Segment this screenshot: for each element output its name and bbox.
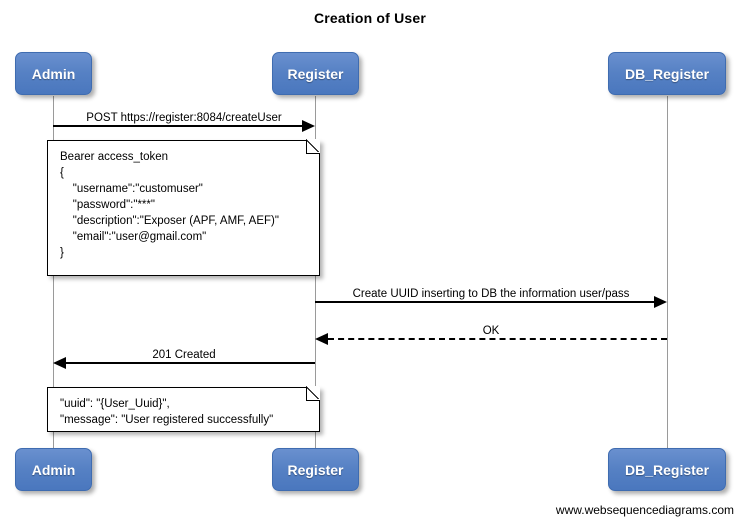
participant-db-register-top[interactable]: DB_Register — [608, 52, 726, 95]
arrow-head-ok — [315, 333, 328, 345]
note-request-line-7: } — [60, 247, 64, 259]
participant-admin-top[interactable]: Admin — [15, 52, 92, 95]
participant-admin-bottom-label: Admin — [31, 461, 76, 478]
note-request-line-2: { — [60, 167, 64, 179]
arrow-head-create-uuid — [654, 296, 667, 308]
note-request-line-6: "email":"user@gmail.com" — [60, 231, 207, 243]
participant-db-register-bottom[interactable]: DB_Register — [608, 448, 726, 491]
participant-db-register-bottom-label: DB_Register — [624, 461, 710, 478]
message-line-post-create-user — [53, 125, 311, 127]
message-label-ok: OK — [482, 325, 500, 337]
message-line-create-uuid — [315, 301, 663, 303]
message-label-post-create-user: POST https://register:8084/createUser — [86, 112, 282, 124]
note-fold-icon — [306, 386, 320, 401]
footer-watermark: www.websequencediagrams.com — [555, 503, 734, 517]
message-line-201-created — [66, 362, 315, 364]
message-line-ok — [328, 338, 667, 340]
participant-register-top-label: Register — [287, 65, 344, 82]
participant-register-bottom[interactable]: Register — [272, 448, 359, 491]
note-request-body: Bearer access_token { "username":"custom… — [47, 139, 320, 276]
participant-admin-top-label: Admin — [31, 65, 76, 82]
note-response-line-1: "uuid": "{User_Uuid}", — [60, 398, 170, 410]
note-response-body: "uuid": "{User_Uuid}", "message": "User … — [47, 386, 320, 432]
note-response-line-2: "message": "User registered successfully… — [60, 414, 274, 426]
message-label-201-created: 201 Created — [152, 349, 216, 361]
participant-db-register-top-label: DB_Register — [624, 65, 710, 82]
arrow-head-201-created — [53, 357, 66, 369]
participant-register-top[interactable]: Register — [272, 52, 359, 95]
note-request-line-1: Bearer access_token — [60, 151, 169, 163]
note-request-line-3: "username":"customuser" — [60, 183, 203, 195]
diagram-title: Creation of User — [313, 10, 427, 26]
note-request-line-5: "description":"Exposer (APF, AMF, AEF)" — [60, 215, 279, 227]
note-fold-icon — [306, 139, 320, 154]
lifeline-db-register — [667, 96, 668, 448]
note-request-line-4: "password":"***" — [60, 199, 155, 211]
participant-register-bottom-label: Register — [287, 461, 344, 478]
arrow-head-post-create-user — [302, 120, 315, 132]
message-label-create-uuid: Create UUID inserting to DB the informat… — [352, 288, 630, 300]
participant-admin-bottom[interactable]: Admin — [15, 448, 92, 491]
